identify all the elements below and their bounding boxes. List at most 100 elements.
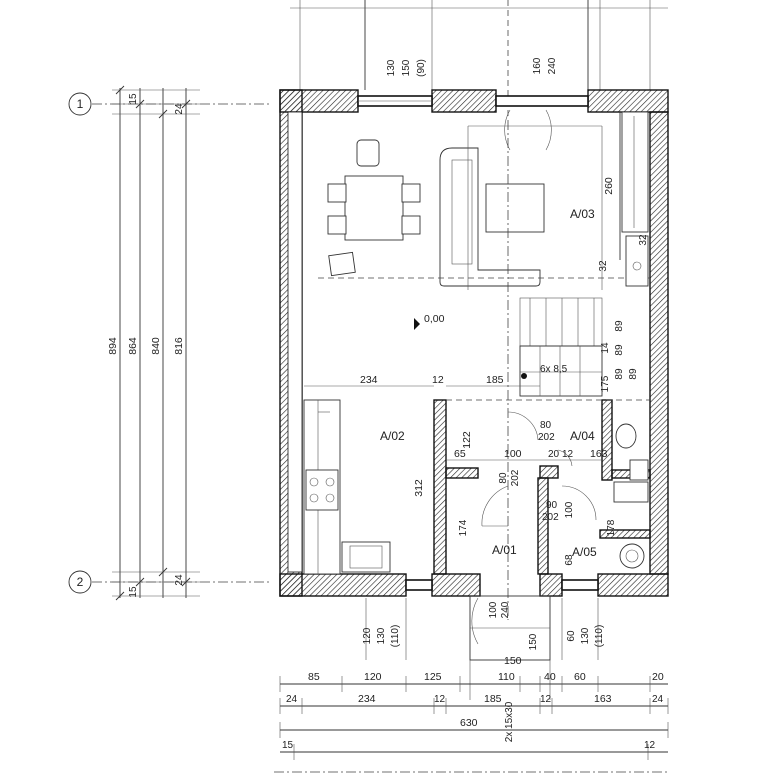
svg-text:12: 12 [432, 374, 444, 386]
axis-marker-1: 1 [68, 92, 270, 116]
interior-doors [481, 411, 597, 527]
wardrobe-strip [621, 111, 649, 287]
room-labels: A/03 A/02 A/04 A/01 A/05 0,00 [380, 207, 597, 559]
room-label-a05: A/05 [572, 545, 597, 559]
svg-text:80: 80 [540, 420, 552, 431]
svg-text:24: 24 [174, 574, 185, 586]
entry-steps [469, 595, 551, 700]
svg-text:20: 20 [548, 449, 560, 460]
dim-row1-2: 125 [424, 671, 442, 683]
svg-text:65: 65 [454, 448, 466, 460]
svg-text:32: 32 [638, 234, 649, 246]
svg-text:15: 15 [128, 586, 139, 598]
svg-text:100: 100 [504, 448, 522, 460]
opening-dimensions-bottom: 120 130 (110) 100 240 150 60 130 (110) [362, 598, 605, 660]
svg-text:14: 14 [600, 342, 611, 354]
dim-row1-4: 110 [498, 671, 515, 683]
room-label-a04: A/04 [570, 429, 595, 443]
svg-text:174: 174 [458, 519, 469, 536]
room-label-a01: A/01 [492, 543, 517, 557]
dim-row1-1: 120 [364, 671, 382, 683]
svg-text:163: 163 [590, 448, 608, 460]
svg-text:240: 240 [500, 601, 511, 618]
dim-total-630: 630 [460, 717, 478, 729]
dim-row2-1: 234 [358, 693, 376, 705]
staircase [519, 297, 603, 397]
svg-text:130: 130 [386, 59, 397, 76]
dim-row1-5: 40 [544, 671, 556, 683]
dim-row2-5: 163 [594, 693, 612, 705]
svg-text:150: 150 [528, 633, 539, 650]
svg-text:89: 89 [614, 368, 625, 380]
svg-text:60: 60 [566, 630, 577, 642]
dining-set [327, 139, 421, 277]
dim-row1-3: 150 [504, 655, 522, 667]
svg-text:2: 2 [77, 575, 84, 589]
dim-864: 864 [127, 337, 139, 355]
svg-text:240: 240 [547, 57, 558, 74]
svg-text:15: 15 [128, 93, 139, 105]
svg-text:234: 234 [360, 374, 378, 386]
svg-text:32: 32 [598, 260, 609, 272]
kitchen-units [303, 399, 391, 575]
svg-text:202: 202 [510, 469, 521, 486]
svg-text:160: 160 [532, 57, 543, 74]
svg-text:175: 175 [600, 375, 611, 392]
svg-text:202: 202 [538, 432, 555, 443]
dim-row2-4: 12 [540, 694, 552, 705]
stair-note-bottom: 2x 15x30 [504, 701, 515, 742]
interior-dimensions: 260 32 32 234 12 185 6x 8,5 175 89 89 14… [304, 177, 649, 566]
dim-row1-0: 85 [308, 671, 320, 683]
room-label-a02: A/02 [380, 429, 405, 443]
svg-text:12: 12 [644, 740, 656, 751]
dim-row2-3: 185 [484, 693, 502, 705]
dim-840: 840 [150, 337, 162, 355]
dim-row1-7: 20 [652, 671, 664, 683]
dim-row2-0: 24 [286, 694, 298, 705]
svg-text:6x 8,5: 6x 8,5 [540, 364, 568, 375]
level-marker: 0,00 [414, 313, 445, 330]
svg-text:(110): (110) [594, 625, 605, 648]
dim-row1-6: 60 [574, 671, 586, 683]
svg-text:122: 122 [461, 431, 473, 449]
room-label-a03: A/03 [570, 207, 595, 221]
svg-text:12: 12 [562, 449, 574, 460]
svg-text:1: 1 [77, 97, 84, 111]
left-dimension-chains: 1 2 894 864 840 816 15 24 [68, 85, 270, 601]
svg-text:100: 100 [488, 601, 499, 618]
sofa-corner [439, 125, 603, 290]
svg-text:185: 185 [486, 374, 504, 386]
svg-text:0,00: 0,00 [424, 313, 445, 325]
dim-row2-2: 12 [434, 694, 446, 705]
svg-text:150: 150 [401, 59, 412, 76]
svg-text:89: 89 [628, 368, 639, 380]
axis-marker-2: 2 [68, 570, 270, 594]
svg-text:120: 120 [362, 627, 373, 644]
interior-walls [433, 399, 651, 575]
svg-text:100: 100 [564, 501, 575, 518]
svg-text:89: 89 [614, 344, 625, 356]
svg-text:90: 90 [546, 500, 558, 511]
dim-816: 816 [173, 337, 185, 355]
svg-text:24: 24 [174, 103, 185, 115]
svg-text:260: 260 [603, 177, 615, 195]
top-terrace-area: 130 150 (90) 160 240 [290, 0, 668, 120]
svg-text:130: 130 [376, 627, 387, 644]
svg-text:15: 15 [282, 740, 294, 751]
terrace-door [504, 109, 552, 151]
exterior-walls [279, 89, 669, 597]
svg-text:130: 130 [580, 627, 591, 644]
svg-text:178: 178 [606, 519, 617, 536]
svg-text:(110): (110) [390, 625, 401, 648]
svg-text:89: 89 [614, 320, 625, 332]
svg-text:202: 202 [542, 512, 559, 523]
bottom-dimension-chains: 85 120 125 150 110 40 60 20 24 234 12 18… [274, 655, 669, 773]
dim-894: 894 [107, 337, 119, 355]
dim-row2-6: 24 [652, 694, 664, 705]
svg-text:(90): (90) [416, 59, 427, 77]
wc-fixtures [613, 423, 649, 569]
svg-text:68: 68 [564, 554, 575, 566]
svg-text:312: 312 [413, 479, 425, 497]
svg-text:80: 80 [498, 472, 509, 484]
